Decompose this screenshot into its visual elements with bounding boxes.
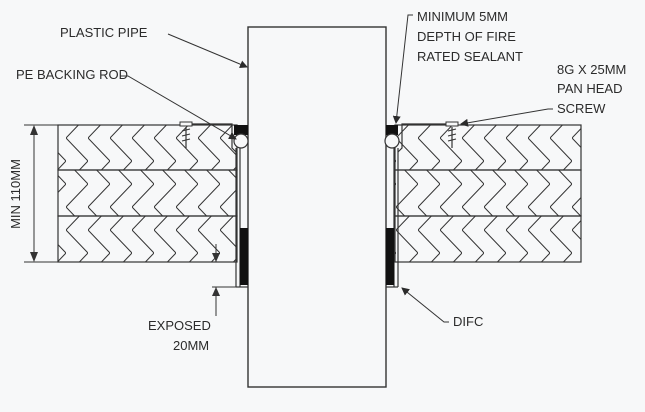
- wall-right: [394, 124, 582, 263]
- plastic-pipe: [247, 26, 387, 388]
- label-sealant-line2: DEPTH OF FIRE: [417, 29, 516, 44]
- wall-left-layer-middle: [57, 169, 238, 217]
- dimension-exposed: [212, 244, 236, 316]
- label-screw-line3: SCREW: [557, 101, 606, 116]
- wall-right-layer-middle: [394, 169, 582, 217]
- label-sealant-line1: MINIMUM 5MM: [417, 9, 508, 24]
- fire-sealant-right: [386, 125, 398, 135]
- label-difc: DIFC: [453, 314, 483, 329]
- leader-pe-backing-rod: [120, 75, 237, 140]
- label-plastic-pipe: PLASTIC PIPE: [60, 25, 148, 40]
- wall-right-layer-top: [394, 124, 582, 171]
- label-exposed-line2: 20MM: [173, 338, 209, 353]
- label-screw-line1: 8G X 25MM: [557, 62, 626, 77]
- label-min-thickness: MIN 110MM: [8, 159, 23, 229]
- fire-sealant-left: [234, 125, 248, 135]
- label-sealant-line3: RATED SEALANT: [417, 49, 523, 64]
- label-exposed-line1: EXPOSED: [148, 318, 211, 333]
- leader-difc: [401, 287, 449, 323]
- difc-sleeve-right: [386, 148, 399, 288]
- wall-left-layer-top: [57, 124, 238, 171]
- label-screw-line2: PAN HEAD: [557, 81, 623, 96]
- clip-right: [397, 123, 446, 153]
- leader-plastic-pipe: [167, 33, 248, 68]
- difc-sleeve-left: [235, 148, 248, 288]
- label-pe-backing-rod: PE BACKING ROD: [16, 67, 128, 82]
- wall-right-layer-bottom: [394, 215, 582, 263]
- pe-backing-rod-right: [384, 133, 400, 149]
- wall-left: [57, 124, 238, 263]
- pe-backing-rod-left: [233, 133, 249, 149]
- wall-left-layer-bottom: [57, 215, 238, 263]
- leader-screw: [460, 108, 553, 127]
- dimension-min-thickness: [24, 124, 58, 263]
- leader-sealant: [392, 14, 413, 124]
